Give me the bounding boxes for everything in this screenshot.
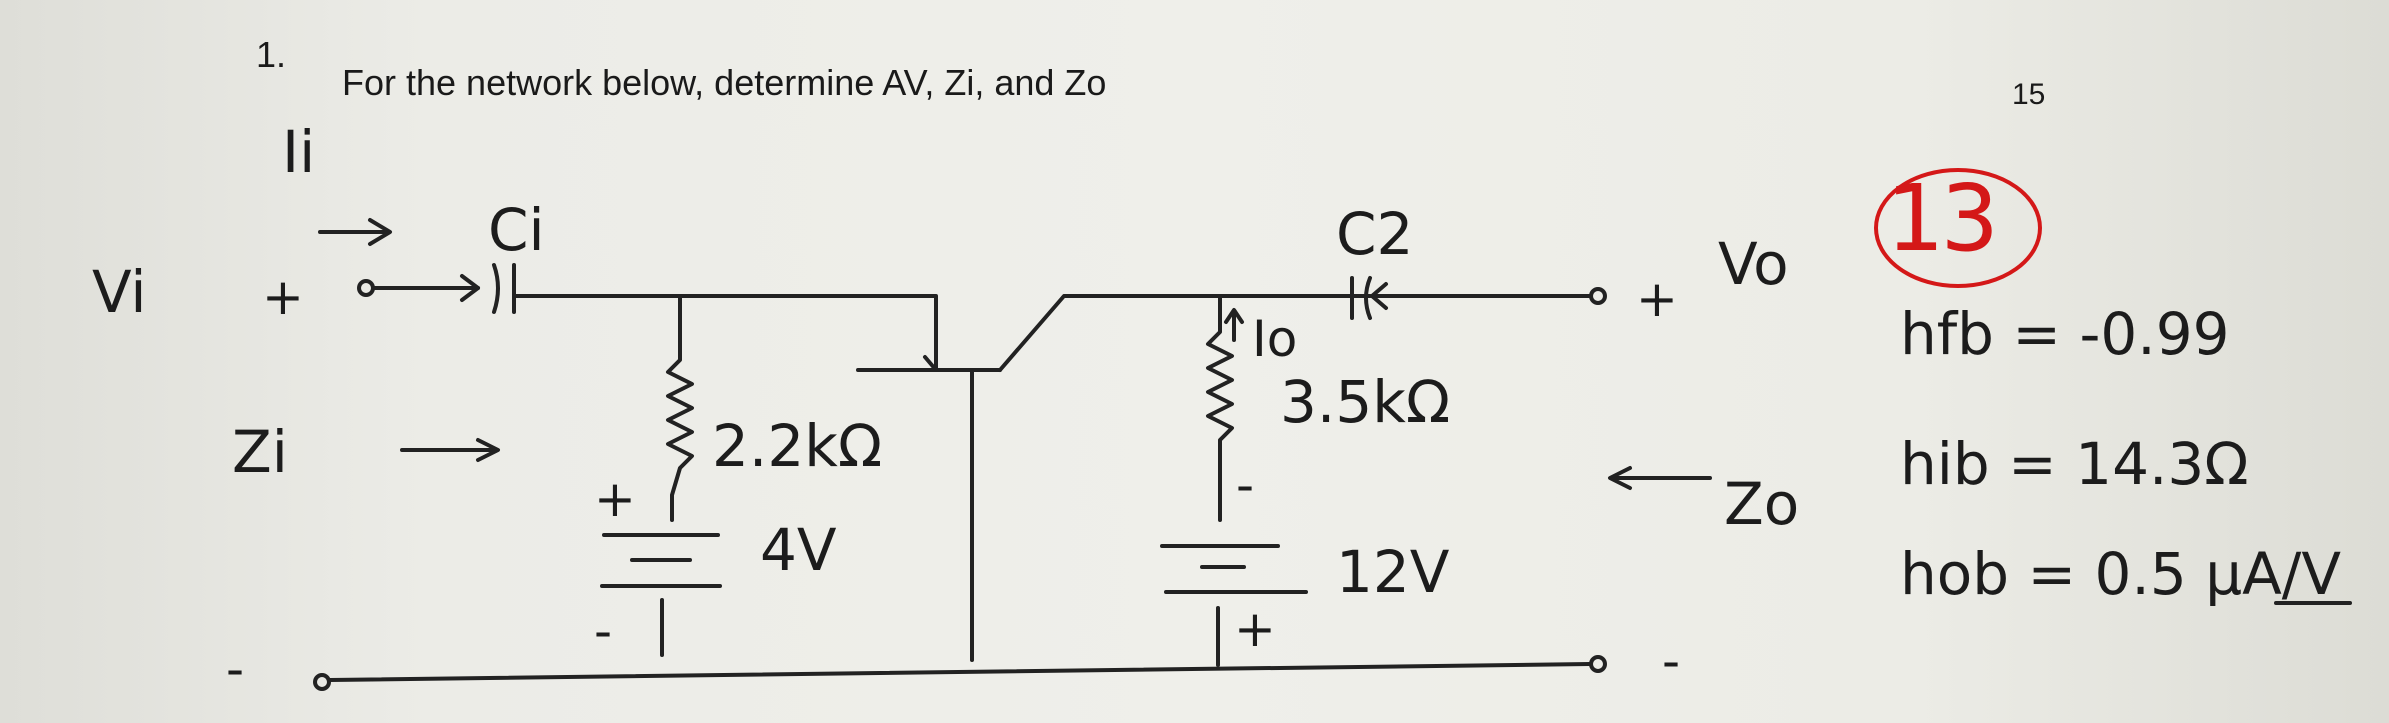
input-plus-label: + bbox=[262, 268, 304, 326]
input-impedance-arrow bbox=[400, 438, 500, 462]
capacitor-in-plate-a bbox=[492, 263, 500, 314]
resistor-emitter bbox=[666, 294, 694, 522]
question-number: 1. bbox=[256, 34, 287, 75]
output-current-label: Io bbox=[1252, 310, 1298, 368]
output-current-arrow bbox=[1224, 308, 1244, 342]
collector-wire bbox=[998, 294, 1372, 372]
grade: 13 bbox=[1886, 165, 1999, 272]
input-impedance-label: Zi bbox=[232, 418, 288, 486]
ground-terminal-left bbox=[313, 673, 331, 691]
param-hfb: hfb = -0.99 bbox=[1900, 300, 2230, 368]
input-current-label: Ii bbox=[282, 118, 316, 186]
output-minus-label: - bbox=[1662, 632, 1681, 690]
output-impedance-label: Zo bbox=[1724, 470, 1800, 538]
ground-rail bbox=[328, 662, 1592, 682]
capacitor-in-label: Ci bbox=[488, 196, 545, 264]
input-current-arrow bbox=[318, 218, 392, 246]
question-text: For the network below, determine AV, Zi,… bbox=[342, 62, 1107, 103]
input-terminal bbox=[357, 279, 375, 297]
output-impedance-arrow bbox=[1608, 466, 1712, 490]
input-voltage-label: Vi bbox=[92, 258, 147, 326]
resistor-collector-label: 3.5kΩ bbox=[1280, 368, 1451, 436]
input-minus-label: - bbox=[226, 640, 245, 698]
output-plus-label: + bbox=[1636, 270, 1678, 328]
capacitor-out-plate-b bbox=[1364, 276, 1372, 320]
emitter-wire bbox=[512, 294, 990, 372]
capacitor-out-label: C2 bbox=[1336, 200, 1414, 268]
supply-collector-plus: + bbox=[1234, 600, 1276, 658]
output-voltage-label: Vo bbox=[1718, 230, 1789, 298]
supply-collector-minus: - bbox=[1236, 456, 1255, 514]
output-terminal bbox=[1589, 287, 1607, 305]
supply-collector-label: 12V bbox=[1336, 538, 1450, 606]
grade-circle bbox=[1874, 168, 2042, 288]
marks-total: 15 bbox=[2012, 78, 2046, 111]
resistor-collector bbox=[1206, 294, 1234, 522]
param-hib: hib = 14.3Ω bbox=[1900, 430, 2249, 498]
ground-terminal-right bbox=[1589, 655, 1607, 673]
resistor-emitter-label: 2.2kΩ bbox=[712, 412, 883, 480]
supply-emitter-plus: + bbox=[594, 470, 636, 528]
param-hob: hob = 0.5 μA/V bbox=[1900, 540, 2342, 608]
supply-emitter-minus: - bbox=[594, 602, 613, 660]
supply-emitter-label: 4V bbox=[760, 516, 837, 584]
